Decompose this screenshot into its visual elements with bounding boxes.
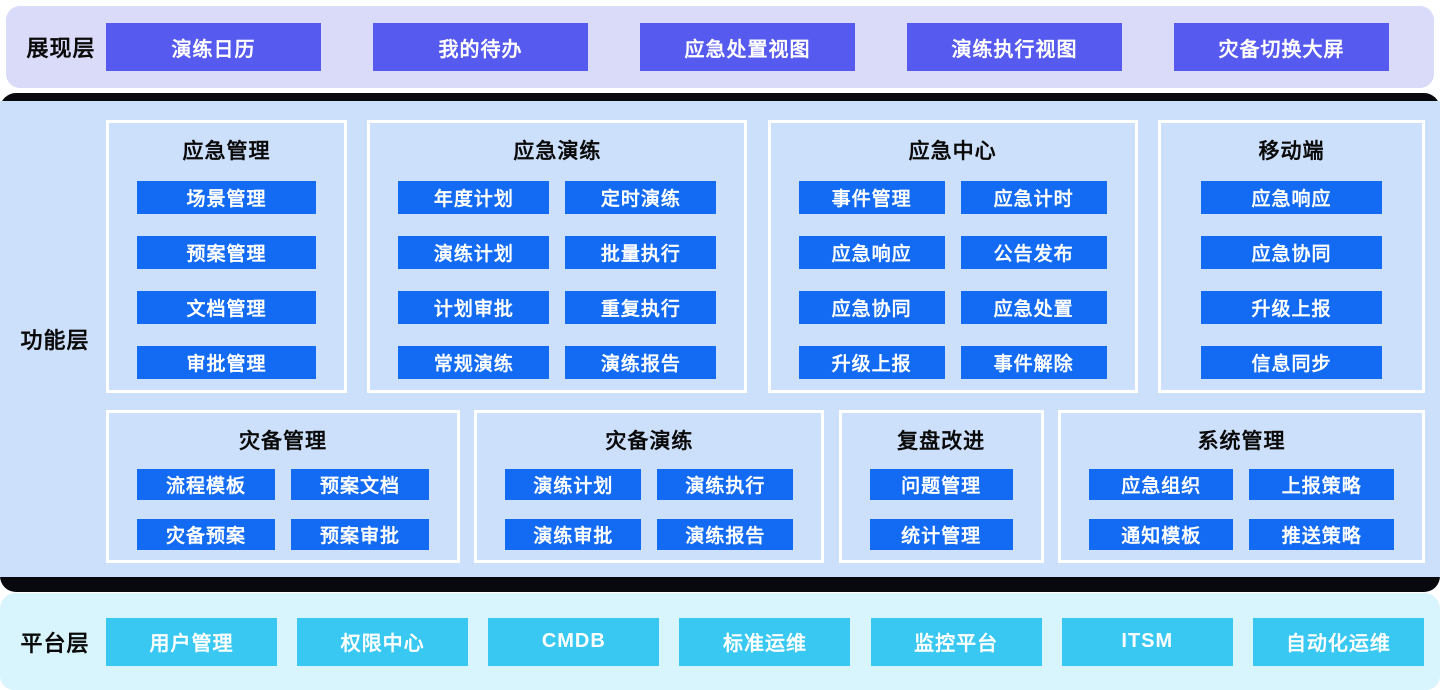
function-group-row-2: 灾备管理 流程模板预案文档灾备预案预案审批 灾备演练 演练计划演练执行演练审批演… [106,410,1425,563]
group-buttons: 事件管理应急计时应急响应公告发布应急协同应急处置升级上报事件解除 [771,181,1135,379]
function-module-button[interactable]: 演练执行 [657,469,794,500]
function-module-button[interactable]: 统计管理 [869,519,1013,550]
platform-layer: 平台层 用户管理权限中心 CMDB 标准运维监控平台 ITSM 自动化运维 [0,593,1440,690]
group-panel-mobile: 移动端 应急响应应急协同升级上报信息同步 [1157,120,1425,393]
function-module-button[interactable]: 审批管理 [137,346,316,379]
function-layer-label: 功能层 [20,328,90,353]
presentation-module-button[interactable]: 演练执行视图 [907,23,1122,71]
presentation-layer-label: 展现层 [26,36,96,61]
presentation-module-button[interactable]: 演练日历 [106,23,321,71]
function-module-button[interactable]: 定时演练 [565,181,717,214]
function-module-button[interactable]: 演练计划 [505,469,642,500]
function-layer-body: 功能层 应急管理 场景管理预案管理文档管理审批管理 应急演练 年度计划定时演练演… [0,101,1440,577]
function-module-button[interactable]: 应急协同 [1200,236,1382,269]
group-panel-emergency-drill: 应急演练 年度计划定时演练演练计划批量执行计划审批重复执行常规演练演练报告 [367,120,748,393]
group-buttons: 问题管理统计管理 [842,469,1041,550]
group-title: 应急演练 [513,140,602,163]
platform-module-button[interactable]: ITSM [1061,617,1233,666]
platform-module-button[interactable]: 用户管理 [106,617,277,666]
platform-button-group: 用户管理权限中心 CMDB 标准运维监控平台 ITSM 自动化运维 [106,593,1424,690]
function-module-button[interactable]: 灾备预案 [137,519,275,550]
function-module-button[interactable]: 年度计划 [398,181,550,214]
function-group-row-1: 应急管理 场景管理预案管理文档管理审批管理 应急演练 年度计划定时演练演练计划批… [106,120,1425,393]
presentation-module-button[interactable]: 灾备切换大屏 [1174,23,1389,71]
function-module-button[interactable]: 预案管理 [137,236,316,269]
presentation-module-button[interactable]: 我的待办 [373,23,588,71]
function-module-button[interactable]: 升级上报 [798,346,945,379]
function-module-button[interactable]: 问题管理 [869,469,1013,500]
group-panel-dr-drill: 灾备演练 演练计划演练执行演练审批演练报告 [474,410,825,563]
platform-module-button[interactable]: 权限中心 [297,617,469,666]
function-module-button[interactable]: 公告发布 [960,236,1107,269]
group-buttons: 流程模板预案文档灾备预案预案审批 [109,469,457,550]
platform-module-button[interactable]: 自动化运维 [1252,617,1424,666]
presentation-layer: 展现层 演练日历 我的待办 应急处置视图 演练执行视图 灾备切换大屏 [6,6,1434,88]
platform-module-button[interactable]: 标准运维 [679,617,851,666]
function-module-button[interactable]: 应急组织 [1088,469,1234,500]
group-title: 移动端 [1258,140,1325,163]
function-module-button[interactable]: 上报策略 [1249,469,1394,500]
group-title: 应急中心 [908,140,997,163]
presentation-module-button[interactable]: 应急处置视图 [640,23,855,71]
platform-module-button[interactable]: CMDB [488,617,660,666]
platform-module-button[interactable]: 监控平台 [870,617,1042,666]
function-module-button[interactable]: 演练审批 [505,519,642,550]
group-buttons: 场景管理预案管理文档管理审批管理 [109,181,344,379]
function-module-button[interactable]: 流程模板 [137,469,275,500]
function-module-button[interactable]: 文档管理 [137,291,316,324]
function-module-button[interactable]: 演练报告 [657,519,794,550]
function-module-button[interactable]: 应急计时 [960,181,1107,214]
group-panel-system-management: 系统管理 应急组织上报策略通知模板推送策略 [1057,410,1425,563]
function-module-button[interactable]: 批量执行 [565,236,717,269]
function-module-button[interactable]: 演练报告 [565,346,717,379]
function-module-button[interactable]: 应急处置 [960,291,1107,324]
group-title: 复盘改进 [897,430,986,453]
function-module-button[interactable]: 应急协同 [798,291,945,324]
function-module-button[interactable]: 计划审批 [398,291,550,324]
function-layer: 功能层 应急管理 场景管理预案管理文档管理审批管理 应急演练 年度计划定时演练演… [0,93,1440,592]
presentation-button-group: 演练日历 我的待办 应急处置视图 演练执行视图 灾备切换大屏 [106,6,1389,88]
group-title: 灾备管理 [239,430,327,453]
function-module-button[interactable]: 事件解除 [960,346,1107,379]
function-module-button[interactable]: 预案审批 [291,519,429,550]
group-buttons: 应急组织上报策略通知模板推送策略 [1061,469,1422,550]
function-groups: 应急管理 场景管理预案管理文档管理审批管理 应急演练 年度计划定时演练演练计划批… [106,101,1425,577]
function-module-button[interactable]: 场景管理 [137,181,316,214]
group-panel-review-improvement: 复盘改进 问题管理统计管理 [838,410,1044,563]
group-panel-dr-management: 灾备管理 流程模板预案文档灾备预案预案审批 [106,410,460,563]
function-module-button[interactable]: 升级上报 [1200,291,1382,324]
group-title: 应急管理 [182,140,271,163]
group-buttons: 演练计划演练执行演练审批演练报告 [477,469,821,550]
function-module-button[interactable]: 应急响应 [798,236,945,269]
group-panel-emergency-center: 应急中心 事件管理应急计时应急响应公告发布应急协同应急处置升级上报事件解除 [767,120,1138,393]
group-panel-emergency-management: 应急管理 场景管理预案管理文档管理审批管理 [106,120,347,393]
function-module-button[interactable]: 应急响应 [1200,181,1382,214]
group-buttons: 年度计划定时演练演练计划批量执行计划审批重复执行常规演练演练报告 [370,181,744,379]
platform-layer-label: 平台层 [20,630,90,656]
function-module-button[interactable]: 推送策略 [1249,519,1394,550]
function-module-button[interactable]: 通知模板 [1088,519,1234,550]
function-module-button[interactable]: 常规演练 [398,346,550,379]
group-title: 系统管理 [1197,430,1286,453]
function-module-button[interactable]: 预案文档 [291,469,429,500]
group-title: 灾备演练 [605,430,694,453]
function-module-button[interactable]: 事件管理 [798,181,945,214]
function-module-button[interactable]: 重复执行 [565,291,717,324]
function-module-button[interactable]: 演练计划 [398,236,550,269]
function-module-button[interactable]: 信息同步 [1200,346,1382,379]
group-buttons: 应急响应应急协同升级上报信息同步 [1161,181,1422,379]
